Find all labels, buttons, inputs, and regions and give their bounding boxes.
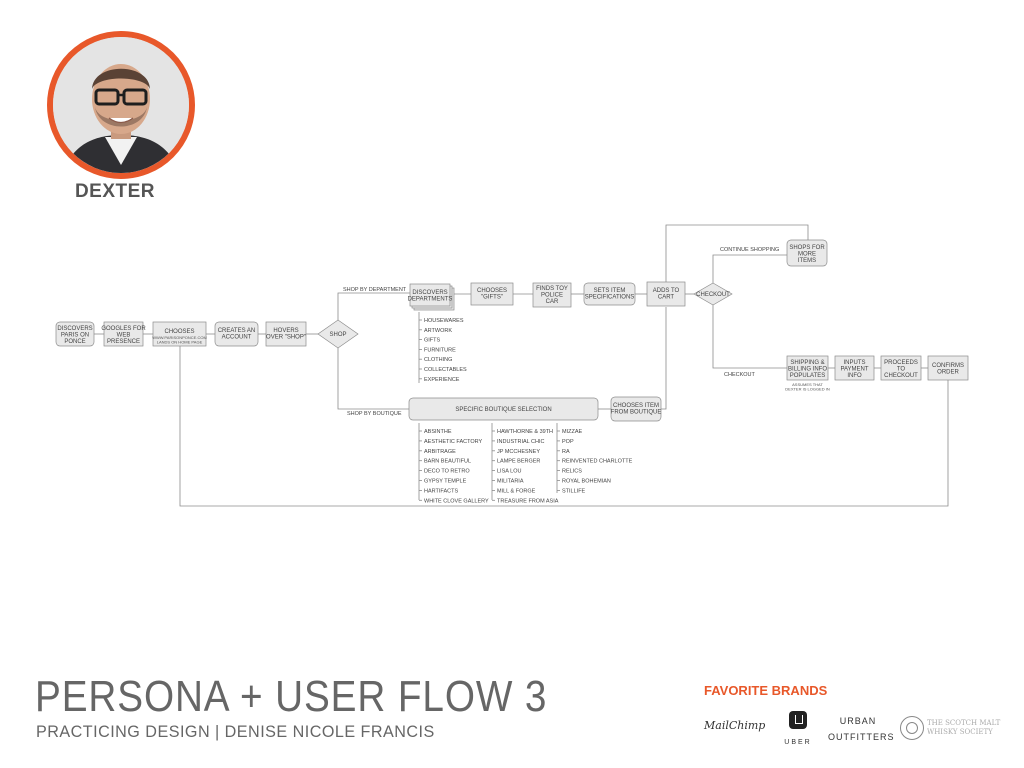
- list-item: STILLIFE: [562, 488, 586, 494]
- list-item: DECO TO RETRO: [424, 469, 470, 475]
- edge-label-shop-by-boutique: SHOP BY BOUTIQUE: [347, 411, 402, 417]
- node-chooses-gifts: CHOOSES"GIFTS": [470, 282, 514, 306]
- brand-uber-logo: UBER: [780, 711, 816, 749]
- list-item: WHITE CLOVE GALLERY: [424, 498, 489, 504]
- department-list: HOUSEWARES ARTWORK GIFTS FURNITURE CLOTHING C…: [419, 318, 467, 383]
- list-item: REINVENTED CHARLOTTE: [562, 459, 633, 465]
- list-item: RA: [562, 449, 570, 455]
- list-item: COLLECTABLES: [424, 367, 467, 373]
- list-item: GYPSY TEMPLE: [424, 479, 467, 485]
- boutique-list-column-1: ABSINTHE AESTHETIC FACTORY ARBITRAGE BARN B…: [419, 429, 489, 504]
- list-item: FURNITURE: [424, 347, 456, 353]
- edge-label-continue-shopping: CONTINUE SHOPPING: [720, 247, 779, 253]
- list-item: ABSINTHE: [424, 429, 452, 435]
- checkout-decision-label: CHECKOUT: [696, 292, 730, 298]
- list-item: CLOTHING: [424, 357, 452, 363]
- boutique-list-column-2: HAWTHORNE & 39TH INDUSTRIAL CHIC JP MCCHES…: [492, 429, 559, 504]
- page-subtitle: PRACTICING DESIGN | DENISE NICOLE FRANCI…: [36, 722, 435, 741]
- list-item: HAWTHORNE & 39TH: [497, 429, 553, 435]
- whisky-society-seal-icon: [900, 716, 924, 740]
- node-checkout-decision: CHECKOUT: [693, 282, 733, 306]
- list-item: TREASURE FROM ASIA: [497, 498, 559, 504]
- list-item: HOUSEWARES: [424, 318, 464, 324]
- list-item: INDUSTRIAL CHIC: [497, 439, 544, 445]
- node-shop-decision: SHOP: [317, 319, 359, 349]
- list-item: AESTHETIC FACTORY: [424, 439, 483, 445]
- list-item: RELICS: [562, 469, 582, 475]
- edge-label-checkout: CHECKOUT: [724, 372, 756, 378]
- uber-icon: [789, 711, 807, 729]
- list-item: LAMPE BERGER: [497, 459, 540, 465]
- shop-decision-label: SHOP: [329, 332, 346, 338]
- list-item: EXPERIENCE: [424, 377, 460, 383]
- node-label: CHOOSES"GIFTS": [477, 288, 507, 301]
- brand-urban-outfitters-logo: URBAN OUTFITTERS: [828, 716, 895, 742]
- list-item: MILL & FORGE: [497, 488, 536, 494]
- list-item: ARBITRAGE: [424, 449, 456, 455]
- list-item: HARTIFACTS: [424, 488, 458, 494]
- list-item: POP: [562, 439, 574, 445]
- list-item: BARN BEAUTIFUL: [424, 459, 471, 465]
- list-item: JP MCCHESNEY: [497, 449, 540, 455]
- brand-mailchimp-logo: MailChimp: [704, 719, 766, 732]
- favorite-brands-heading: FAVORITE BRANDS: [704, 683, 828, 698]
- brand-scotch-malt-whisky-logo: THE SCOTCH MALT WHISKY SOCIETY: [900, 716, 1010, 740]
- person-photo-icon: [53, 37, 189, 173]
- node-chooses-label: CHOOSES: [164, 329, 194, 335]
- persona-avatar: [47, 31, 195, 179]
- page-title: PERSONA + USER FLOW 3: [35, 672, 548, 721]
- persona-name: DEXTER: [74, 181, 156, 202]
- list-item: MILITARIA: [497, 479, 524, 485]
- list-item: LISA LOU: [497, 469, 521, 475]
- list-item: ROYAL BOHEMIAN: [562, 479, 611, 485]
- node-specific-boutique: SPECIFIC BOUTIQUE SELECTION: [408, 397, 599, 421]
- boutique-list-column-3: MIZZAE POP RA REINVENTED CHARLOTTE RELICS ROY…: [557, 429, 633, 494]
- list-item: MIZZAE: [562, 429, 582, 435]
- list-item: GIFTS: [424, 338, 441, 344]
- list-item: ARTWORK: [424, 328, 452, 334]
- flow-connectors: [94, 224, 949, 507]
- edge-label-shop-by-department: SHOP BY DEPARTMENT: [343, 287, 407, 293]
- specific-boutique-label: SPECIFIC BOUTIQUE SELECTION: [455, 407, 551, 413]
